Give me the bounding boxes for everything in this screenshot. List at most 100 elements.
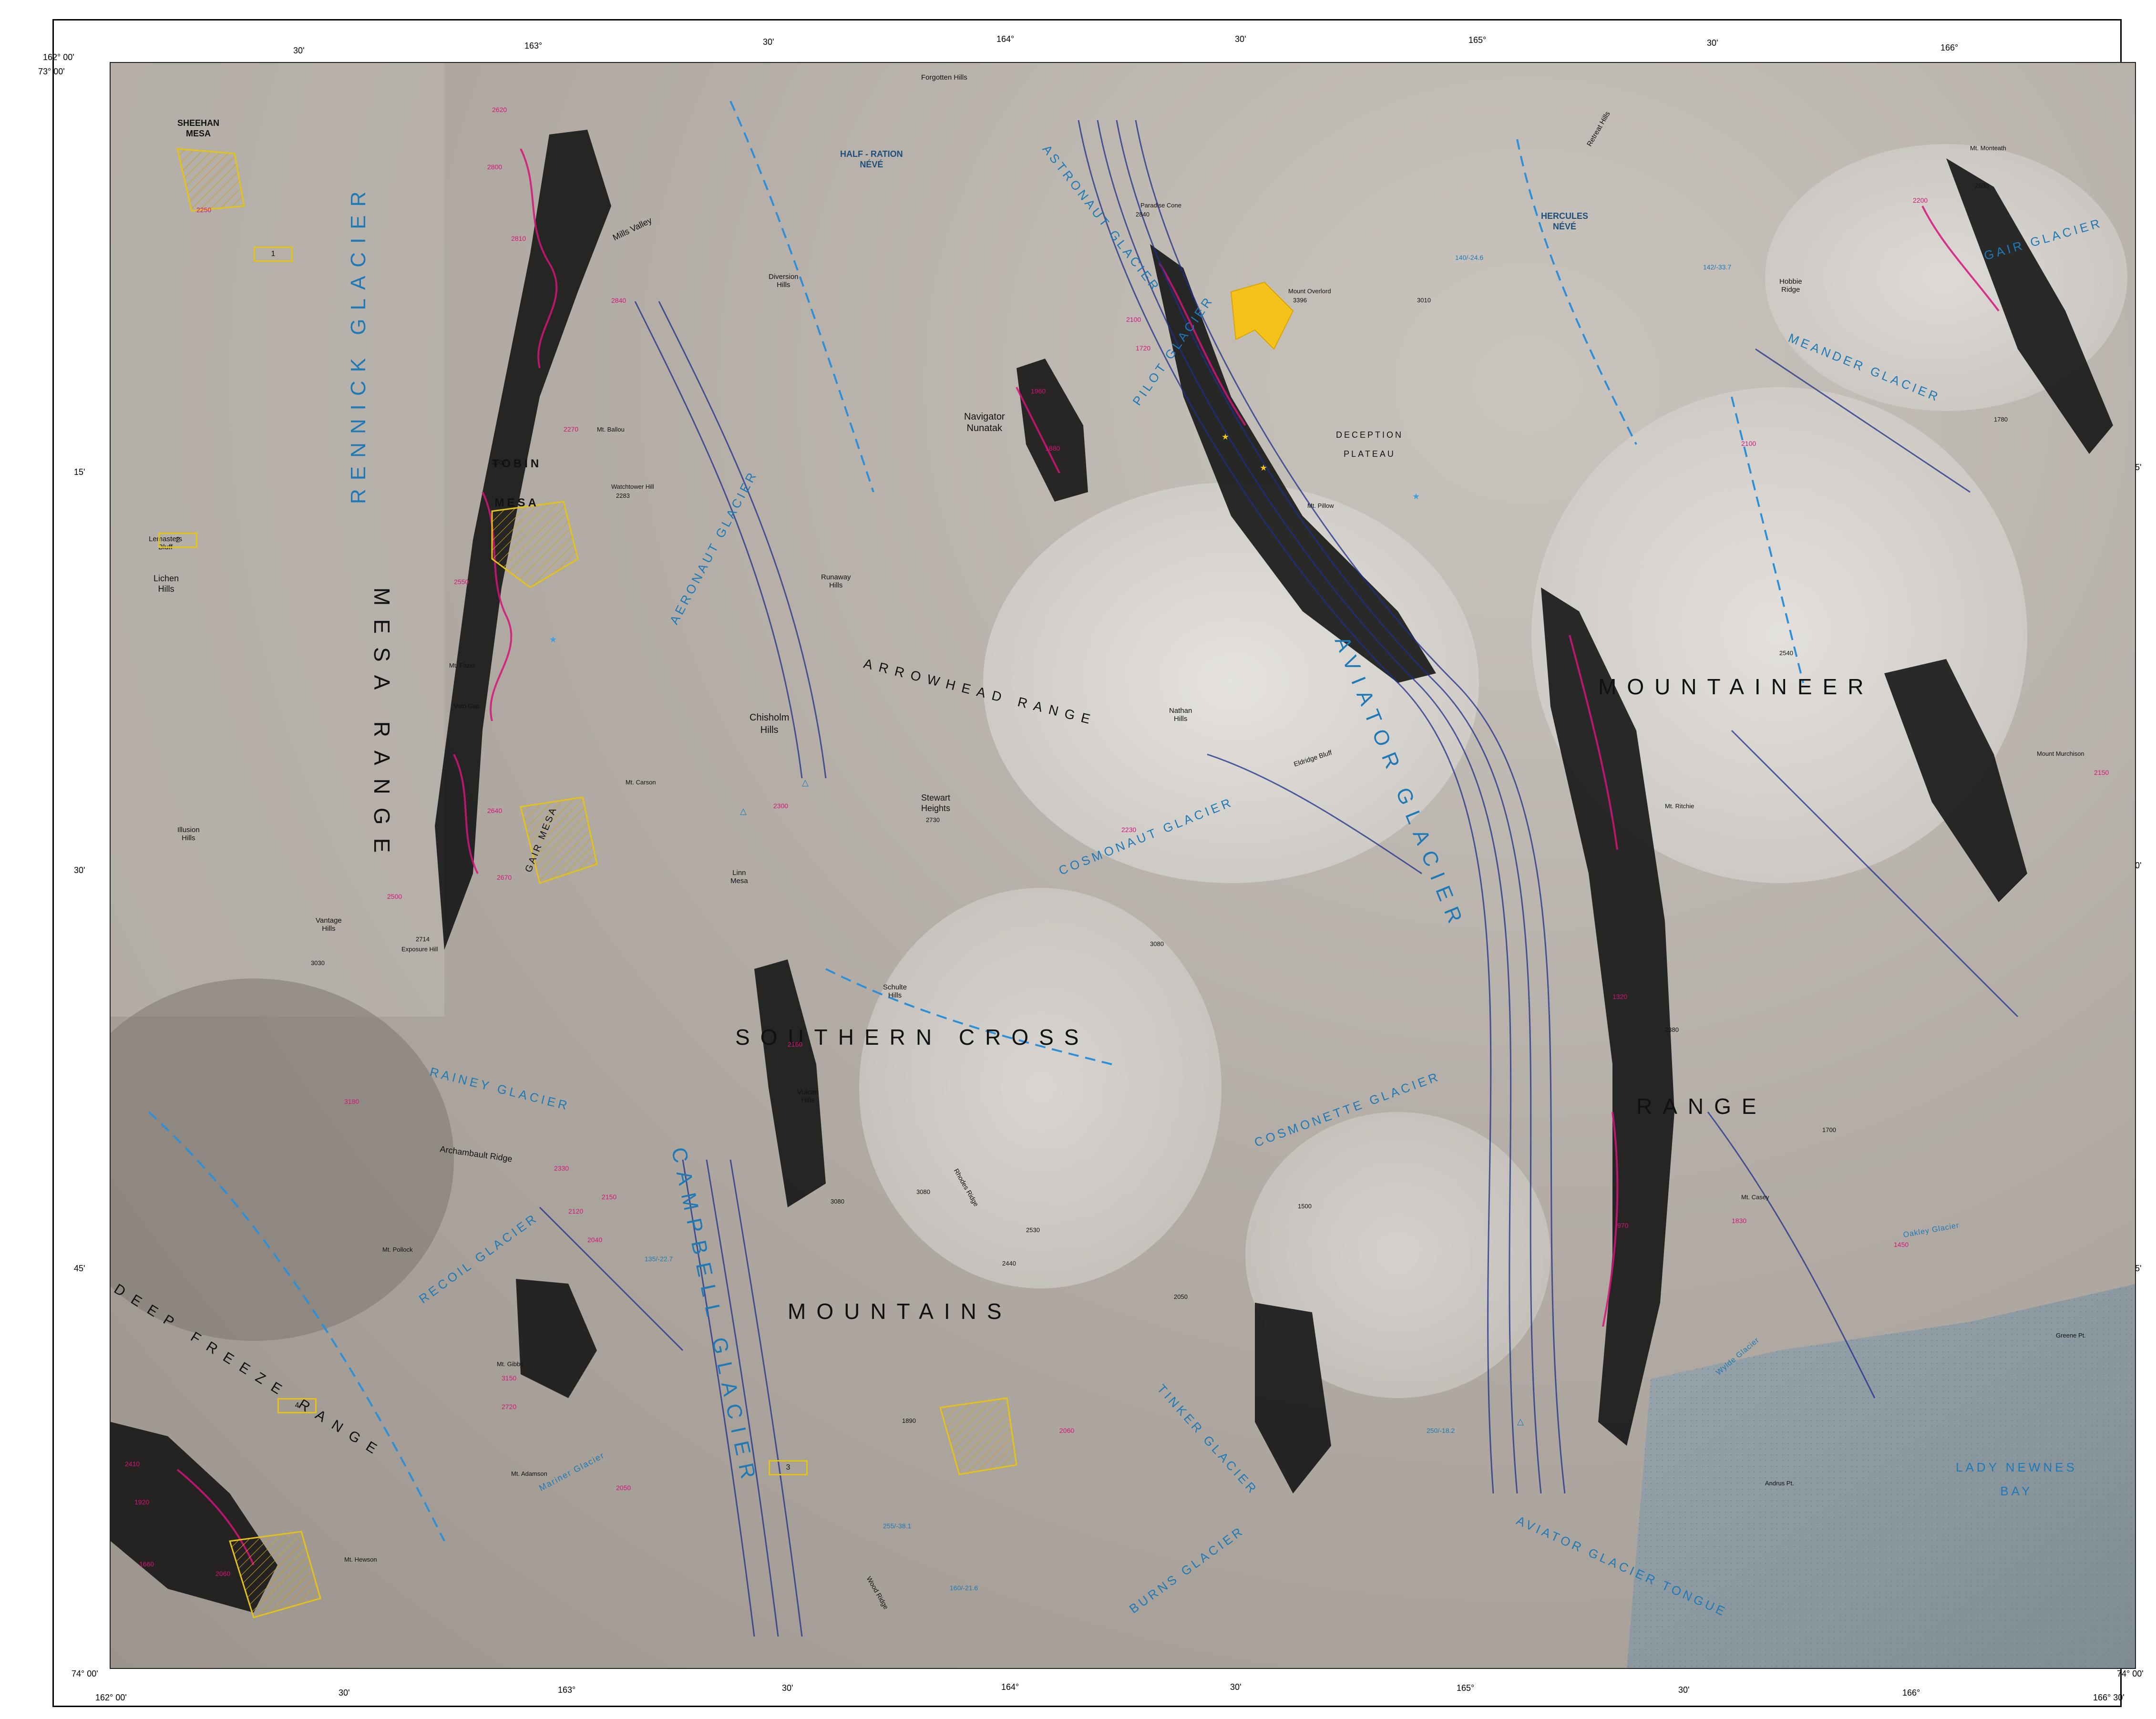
- rock-ridges: [111, 130, 2113, 1613]
- runaway-line-2: Hills: [829, 581, 843, 589]
- lichen-hills-label: Lichen Hills: [154, 573, 179, 594]
- vantage-hills-label: Vantage Hills: [316, 916, 342, 933]
- elev-2270: 2270: [564, 425, 579, 433]
- elev-2160: 2160: [788, 1040, 803, 1048]
- elev-2200: 2200: [1913, 196, 1928, 204]
- mount-murchison-label: Mount Murchison: [2037, 750, 2084, 757]
- lady-newnes-line-1: LADY NEWNES: [1956, 1460, 2077, 1474]
- lat-left-1: 15': [74, 467, 85, 477]
- ice-divides: [148, 101, 1804, 1542]
- vantage-line-1: Vantage: [316, 916, 342, 925]
- elev-1830: 1830: [1732, 1217, 1747, 1225]
- star-icon: ★: [1412, 492, 1420, 501]
- lon-bottom-8: 166°: [1902, 1688, 1920, 1698]
- illusion-line-1: Illusion: [177, 826, 200, 834]
- map-frame[interactable]: MESA RANGE SOUTHERN CROSS MOUNTAINS MOUN…: [110, 62, 2136, 1669]
- elev-2500: 2500: [387, 893, 402, 900]
- index-box-3[interactable]: 3: [769, 1460, 808, 1475]
- snow-highlight-3: [859, 888, 1222, 1288]
- deception-line-2: PLATEAU: [1344, 449, 1396, 459]
- index-box-2[interactable]: 2: [158, 533, 197, 548]
- nathan-line-2: Hills: [1174, 715, 1188, 723]
- hercules-line-2: NÉVÉ: [1552, 222, 1577, 231]
- lon-top-0: 162° 00': [43, 52, 74, 62]
- navigator-line-2: Nunatak: [966, 423, 1003, 433]
- schulte-line-2: Hills: [888, 991, 902, 999]
- elev-2300: 2300: [773, 802, 789, 810]
- elev-2100b: 2100: [1741, 440, 1756, 447]
- hobbie-line-2: Ridge: [1781, 286, 1800, 294]
- elev-2150b: 2150: [602, 1193, 617, 1201]
- elev-1720: 1720: [1136, 344, 1151, 352]
- spot-2840: 2840: [1136, 211, 1150, 218]
- spot-1500: 1500: [1298, 1203, 1312, 1210]
- spot-3030: 3030: [311, 959, 325, 967]
- lon-bottom-9: 166° 30': [2093, 1693, 2125, 1702]
- spot-1700: 1700: [1822, 1126, 1836, 1133]
- spot-3010: 3010: [1417, 297, 1431, 304]
- sea-ice-dots: [1627, 1284, 2135, 1668]
- contour-lines: [176, 148, 2000, 1565]
- stewart-line-1: Stewart: [921, 793, 951, 803]
- survey-note-1: 140/-24.6: [1455, 254, 1484, 261]
- linn-mesa-label: Linn Mesa: [730, 869, 748, 885]
- range-right-label: RANGE: [1636, 1094, 1767, 1119]
- spot-1780: 1780: [1994, 416, 2008, 423]
- elev-1450: 1450: [1894, 1241, 1909, 1248]
- vulcan-hills-label: Vulcan Hills: [797, 1088, 819, 1104]
- vulcan-line-2: Hills: [801, 1096, 815, 1104]
- elev-2050: 2050: [616, 1484, 631, 1492]
- lon-top-1: 30': [293, 46, 305, 55]
- tobin-line-1: TOBIN: [492, 457, 542, 470]
- hobbie-ridge-label: Hobbie Ridge: [1779, 278, 1802, 294]
- mt-adamson-label: Mt. Adamson: [511, 1470, 547, 1477]
- lon-top-4: 164°: [996, 34, 1015, 44]
- chisholm-line-2: Hills: [760, 725, 779, 735]
- runaway-line-1: Runaway: [821, 573, 851, 581]
- schulte-hills-label: Schulte Hills: [883, 983, 907, 999]
- vulcan-line-1: Vulcan: [797, 1088, 819, 1096]
- illusion-line-2: Hills: [182, 834, 195, 842]
- lon-bottom-5: 30': [1230, 1682, 1242, 1692]
- spot-2600: 2600: [492, 459, 506, 466]
- mt-ballou-label: Mt. Ballou: [597, 426, 625, 433]
- andrus-pt-label: Andrus Pt.: [1765, 1480, 1794, 1487]
- nathan-hills-label: Nathan Hills: [1169, 707, 1192, 723]
- lon-top-8: 166°: [1940, 43, 1959, 52]
- glacier-flowlines: [539, 120, 2019, 1637]
- hercules-neve-label: HERCULES NÉVÉ: [1541, 211, 1588, 232]
- lon-bottom-3: 30': [782, 1683, 793, 1693]
- lat-right-4: 74° 00': [2117, 1669, 2144, 1678]
- linn-line-1: Linn: [732, 869, 746, 877]
- hobbie-line-1: Hobbie: [1779, 278, 1802, 286]
- lady-newnes-line-2: BAY: [2000, 1484, 2033, 1498]
- spot-2380: 2380: [1665, 1026, 1679, 1033]
- lon-bottom-1: 30': [339, 1688, 350, 1698]
- greene-pt-label: Greene Pt.: [2056, 1332, 2086, 1339]
- mesa-range-label: MESA RANGE: [370, 587, 394, 866]
- elev-2250: 2250: [196, 206, 212, 214]
- deception-line-1: DECEPTION: [1336, 430, 1404, 440]
- elev-1660: 1660: [139, 1560, 154, 1568]
- lon-bottom-0: 162° 00': [95, 1693, 127, 1702]
- forgotten-hills-label: Forgotten Hills: [921, 73, 967, 82]
- lady-newnes-bay-label: LADY NEWNES BAY: [1956, 1455, 2077, 1503]
- spot-3080a: 3080: [1150, 940, 1164, 947]
- triangle-icon: △: [1517, 1417, 1524, 1426]
- index-box-4[interactable]: 4: [277, 1398, 317, 1413]
- diversion-line-2: Hills: [777, 281, 791, 289]
- lichen-line-1: Lichen: [154, 574, 179, 583]
- mt-gibbs-label: Mt. Gibbs: [497, 1360, 524, 1368]
- index-box-1[interactable]: 1: [254, 247, 293, 262]
- illusion-hills-label: Illusion Hills: [177, 826, 200, 842]
- lon-top-2: 163°: [524, 41, 543, 51]
- elev-2150: 2150: [2094, 769, 2109, 776]
- lon-top-5: 30': [1235, 34, 1246, 44]
- elev-3150: 3150: [502, 1374, 517, 1382]
- elev-2100: 2100: [1126, 316, 1141, 323]
- stewart-heights-label: Stewart Heights: [921, 793, 950, 813]
- vantage-line-2: Hills: [322, 925, 336, 933]
- diversion-line-1: Diversion: [769, 273, 799, 281]
- triangle-icon: △: [740, 806, 747, 816]
- spot-2680: 2680: [1975, 182, 1989, 189]
